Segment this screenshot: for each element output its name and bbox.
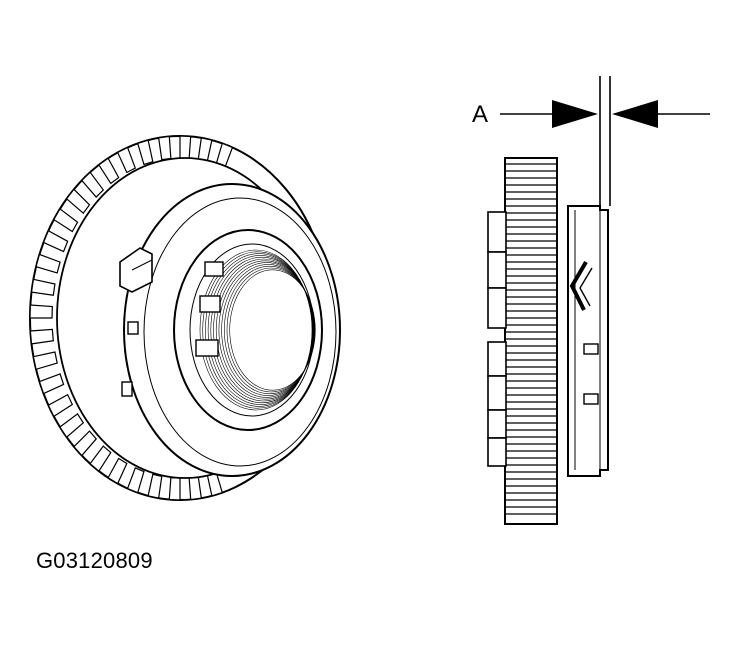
gear-tooth [35, 253, 61, 274]
dimension-label: A [472, 101, 488, 128]
gear-tooth [38, 373, 65, 395]
gear-side-view: A [472, 76, 710, 525]
gear-tooth [59, 413, 85, 439]
gear-tooth [65, 188, 91, 215]
gear-tooth [47, 393, 74, 418]
hub-keys-left [487, 211, 507, 467]
gear-tooth [98, 157, 120, 185]
gear-tooth [136, 139, 154, 166]
gear-tooth [80, 171, 105, 198]
gear-tooth [168, 476, 181, 501]
gear-tooth [89, 445, 112, 473]
gear-teeth [29, 135, 234, 501]
figure-id: G03120809 [36, 548, 153, 573]
gear-isometric-view [29, 135, 341, 501]
gear-tooth [179, 135, 192, 160]
gear-tooth [126, 467, 145, 494]
dimension-arrows [500, 100, 710, 128]
gear-tooth [32, 351, 58, 371]
bore-thread-line [229, 269, 316, 391]
gear-tooth [30, 278, 56, 296]
gear-tooth [147, 473, 163, 499]
gear-tooth [116, 146, 137, 174]
gear-tooth [73, 430, 97, 457]
gear-tooth [42, 229, 69, 253]
gear-tooth [29, 304, 53, 319]
gear-tooth [107, 457, 128, 485]
gear-teeth-side [505, 163, 557, 515]
gear-tooth [29, 328, 54, 345]
gear-tooth [53, 208, 79, 233]
bore-threads [199, 249, 316, 411]
